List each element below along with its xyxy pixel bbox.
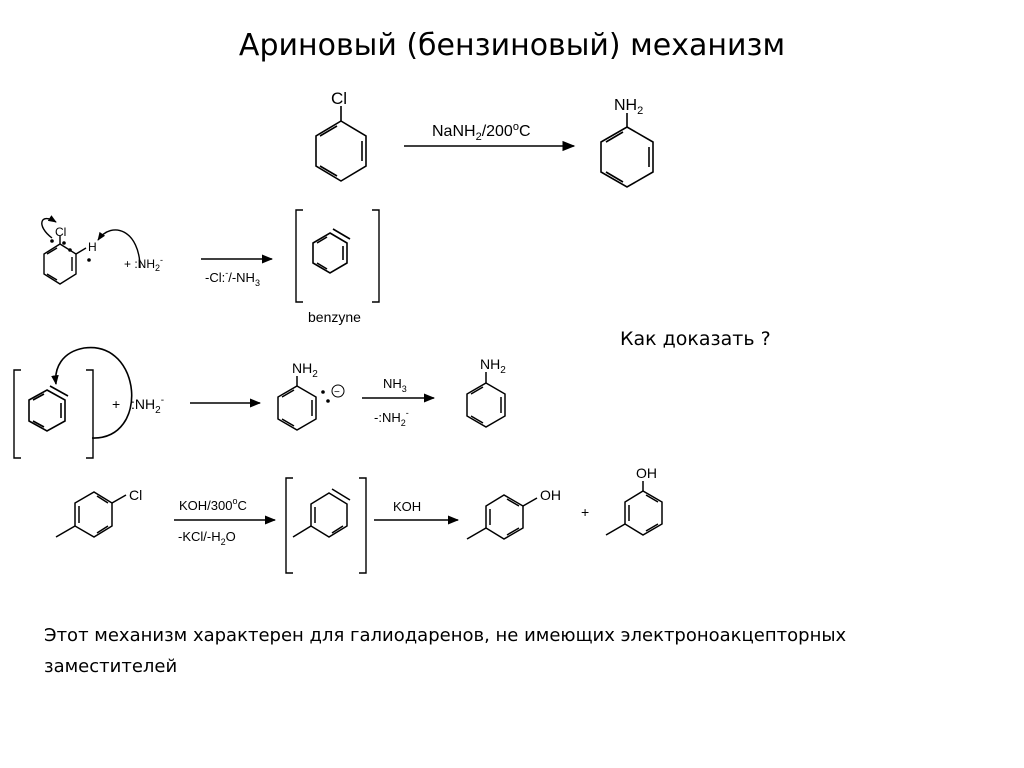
anion-minus: − — [334, 387, 340, 398]
reagent-nanh2: NaNH2/200oC — [432, 121, 531, 143]
amide-ion-label: + :NH2- — [124, 255, 163, 273]
chlorine-label-2: Cl — [55, 225, 66, 239]
benzyne-2 — [28, 346, 133, 439]
mechanism-note: Этот механизм характерен для галиодарено… — [44, 625, 847, 677]
amide-ion-3: :NH2- — [131, 395, 164, 416]
elimination-conditions: -Cl:-/-NH3 — [205, 268, 260, 288]
chlorine-label-4: Cl — [129, 487, 142, 503]
proof-question: Как доказать ? — [620, 328, 771, 350]
anion-amino-label: NH2 — [292, 360, 318, 380]
aniline — [600, 113, 654, 188]
aryl-anion — [277, 376, 345, 431]
chlorobenzene-elimination — [41, 215, 141, 285]
plus-sign-products: + — [581, 504, 589, 520]
lone-pair-dots — [50, 239, 91, 262]
hydroxyl-label-meta: OH — [636, 465, 657, 481]
chlorine-label: Cl — [331, 89, 347, 108]
methylbenzyne — [292, 488, 351, 538]
p-cresol — [466, 494, 538, 540]
chlorobenzene — [315, 106, 367, 182]
kcl-h2o-conditions: -KCl/-H2O — [178, 529, 236, 547]
koh-300-conditions: KOH/300oC — [179, 496, 247, 513]
m-cresol — [605, 481, 663, 536]
hydroxyl-label-para: OH — [540, 487, 561, 503]
benzyne-addition-bracket — [13, 369, 94, 459]
anion-dots — [321, 390, 330, 403]
protonation-reagent: NH3 — [383, 376, 407, 394]
amino-label: NH2 — [614, 97, 643, 117]
koh-reagent: KOH — [393, 499, 421, 514]
benzyne-bracket — [295, 209, 380, 303]
hydrogen-label: H — [88, 240, 97, 254]
benzyne — [312, 228, 351, 274]
methylbenzyne-bracket — [285, 477, 367, 574]
p-chlorotoluene — [55, 491, 127, 538]
protonation-byproduct: -:NH2- — [374, 408, 409, 428]
product-amino-label: NH2 — [480, 356, 506, 376]
amide-plus-3: + — [112, 396, 120, 412]
aniline-product-3 — [466, 372, 506, 428]
slide-title: Ариновый (бензиновый) механизм — [238, 28, 786, 63]
benzyne-label: benzyne — [308, 309, 361, 325]
